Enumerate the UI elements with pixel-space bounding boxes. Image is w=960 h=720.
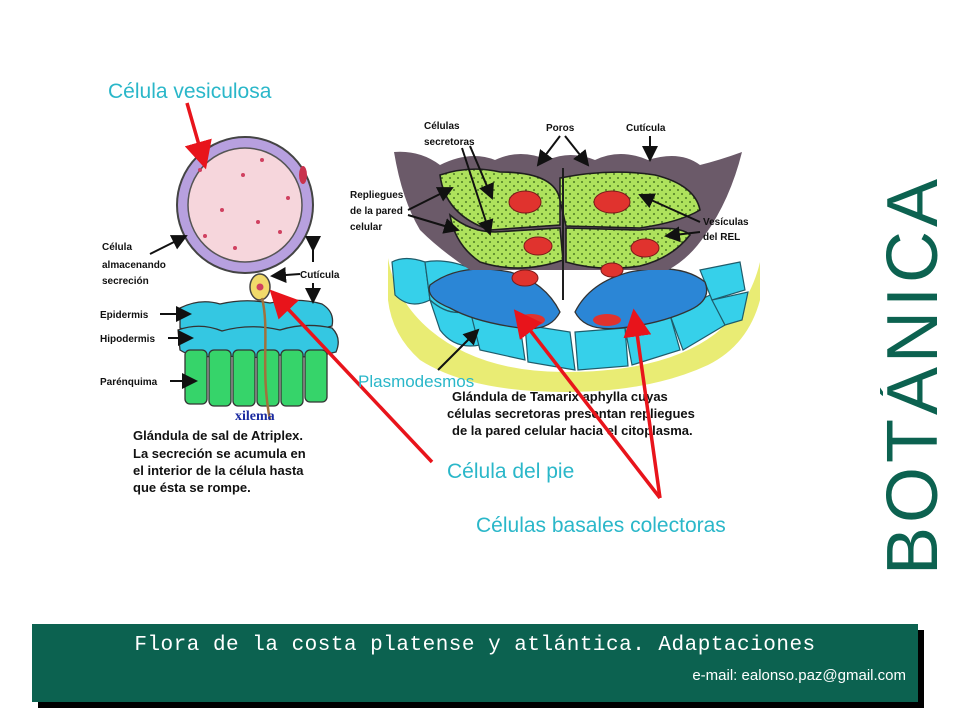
- label-celulas-secretoras: Células secretoras: [424, 121, 475, 148]
- vertical-title: BOTÁNICA: [880, 175, 950, 575]
- footer-title: Flora de la costa platense y atlántica. …: [134, 634, 816, 657]
- atriplex-caption: Glándula de sal de Atriplex. La secreció…: [133, 428, 309, 495]
- tamarix-gland-diagram: Células secretoras Poros Cutícula Replie…: [350, 121, 760, 537]
- label-hipodermis: Hipodermis: [100, 334, 155, 345]
- secretory-nuclei: [508, 190, 660, 287]
- tamarix-caption: Glándula de Tamarix aphylla cuyas célula…: [447, 389, 698, 438]
- label-plasmodesmos: Plasmodesmos: [358, 372, 474, 391]
- label-epidermis: Epidermis: [100, 310, 149, 321]
- label-repliegues: Repliegues de la pared celular: [350, 190, 406, 233]
- label-parenquima: Parénquima: [100, 377, 158, 388]
- vesicular-cell-interior: [187, 147, 303, 263]
- parenchyma-layer: [184, 349, 328, 407]
- base-tissue: [388, 258, 760, 392]
- epidermis-layer: [177, 299, 339, 359]
- label-celulas-basales: Células basales colectoras: [476, 514, 726, 537]
- label-cuticula-right: Cutícula: [626, 123, 666, 134]
- label-vesiculas-rel: Vesículas del REL: [703, 217, 751, 243]
- secretory-cells: [439, 168, 701, 270]
- footer-bar: Flora de la costa platense y atlántica. …: [32, 624, 918, 702]
- label-cuticula-left: Cutícula: [300, 270, 340, 281]
- xylem-strand: [260, 297, 272, 421]
- label-celula-almacenando: Célula almacenando secreción: [102, 242, 169, 287]
- title-botanica: BOTÁNICA: [880, 175, 950, 575]
- label-celula-vesiculosa: Célula vesiculosa: [108, 80, 272, 103]
- label-poros: Poros: [546, 123, 575, 134]
- label-xilema: xilema: [235, 409, 275, 424]
- vesicular-cell-secretions: [198, 158, 307, 250]
- footer-email: e-mail: ealonso.paz@gmail.com: [692, 667, 906, 684]
- atriplex-gland-diagram: Célula vesiculosa Célula almacenando sec…: [100, 80, 574, 495]
- label-celula-del-pie: Célula del pie: [447, 460, 574, 483]
